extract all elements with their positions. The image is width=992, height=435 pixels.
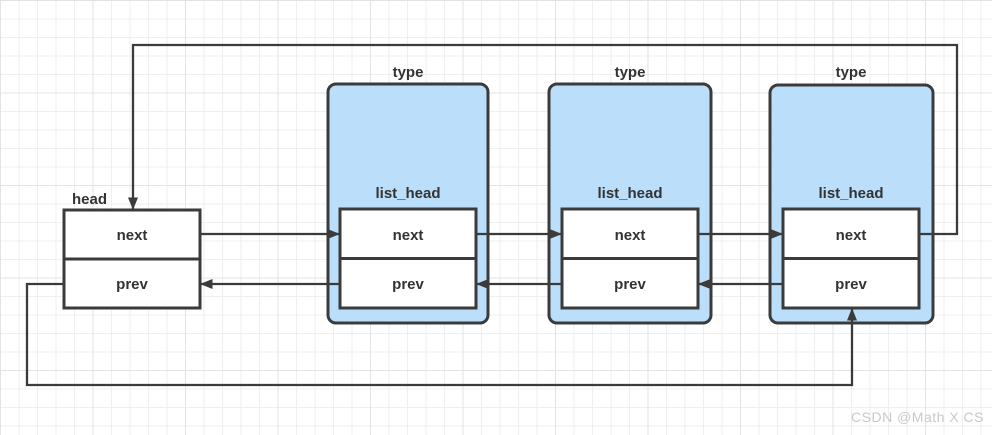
- type-node-2-next-label: next: [615, 227, 646, 244]
- type-node-3-listhead-label: list_head: [818, 185, 883, 202]
- type-node-3-title: type: [836, 64, 867, 81]
- type-node-1-prev-label: prev: [392, 276, 424, 293]
- arrow-head-prev-to-node3: [25, 282, 857, 387]
- head-next-label: next: [117, 227, 148, 244]
- type-node-1: type list_head next prev: [326, 64, 490, 325]
- arrow-node3-next-to-head: [128, 43, 959, 236]
- type-node-2-title: type: [615, 64, 646, 81]
- type-node-3-next-label: next: [836, 227, 867, 244]
- type-node-1-next-label: next: [393, 227, 424, 244]
- watermark: CSDN @Math X CS: [851, 409, 984, 425]
- type-node-2-prev-label: prev: [614, 276, 646, 293]
- type-node-3: type list_head next prev: [768, 64, 935, 325]
- connectors: [25, 43, 959, 387]
- head-label: head: [72, 191, 107, 208]
- type-node-2: type list_head next prev: [547, 64, 713, 325]
- type-node-3-prev-label: prev: [835, 276, 867, 293]
- type-node-2-listhead-label: list_head: [597, 185, 662, 202]
- type-node-1-title: type: [393, 64, 424, 81]
- type-node-1-listhead-label: list_head: [375, 185, 440, 202]
- head-prev-label: prev: [116, 276, 148, 293]
